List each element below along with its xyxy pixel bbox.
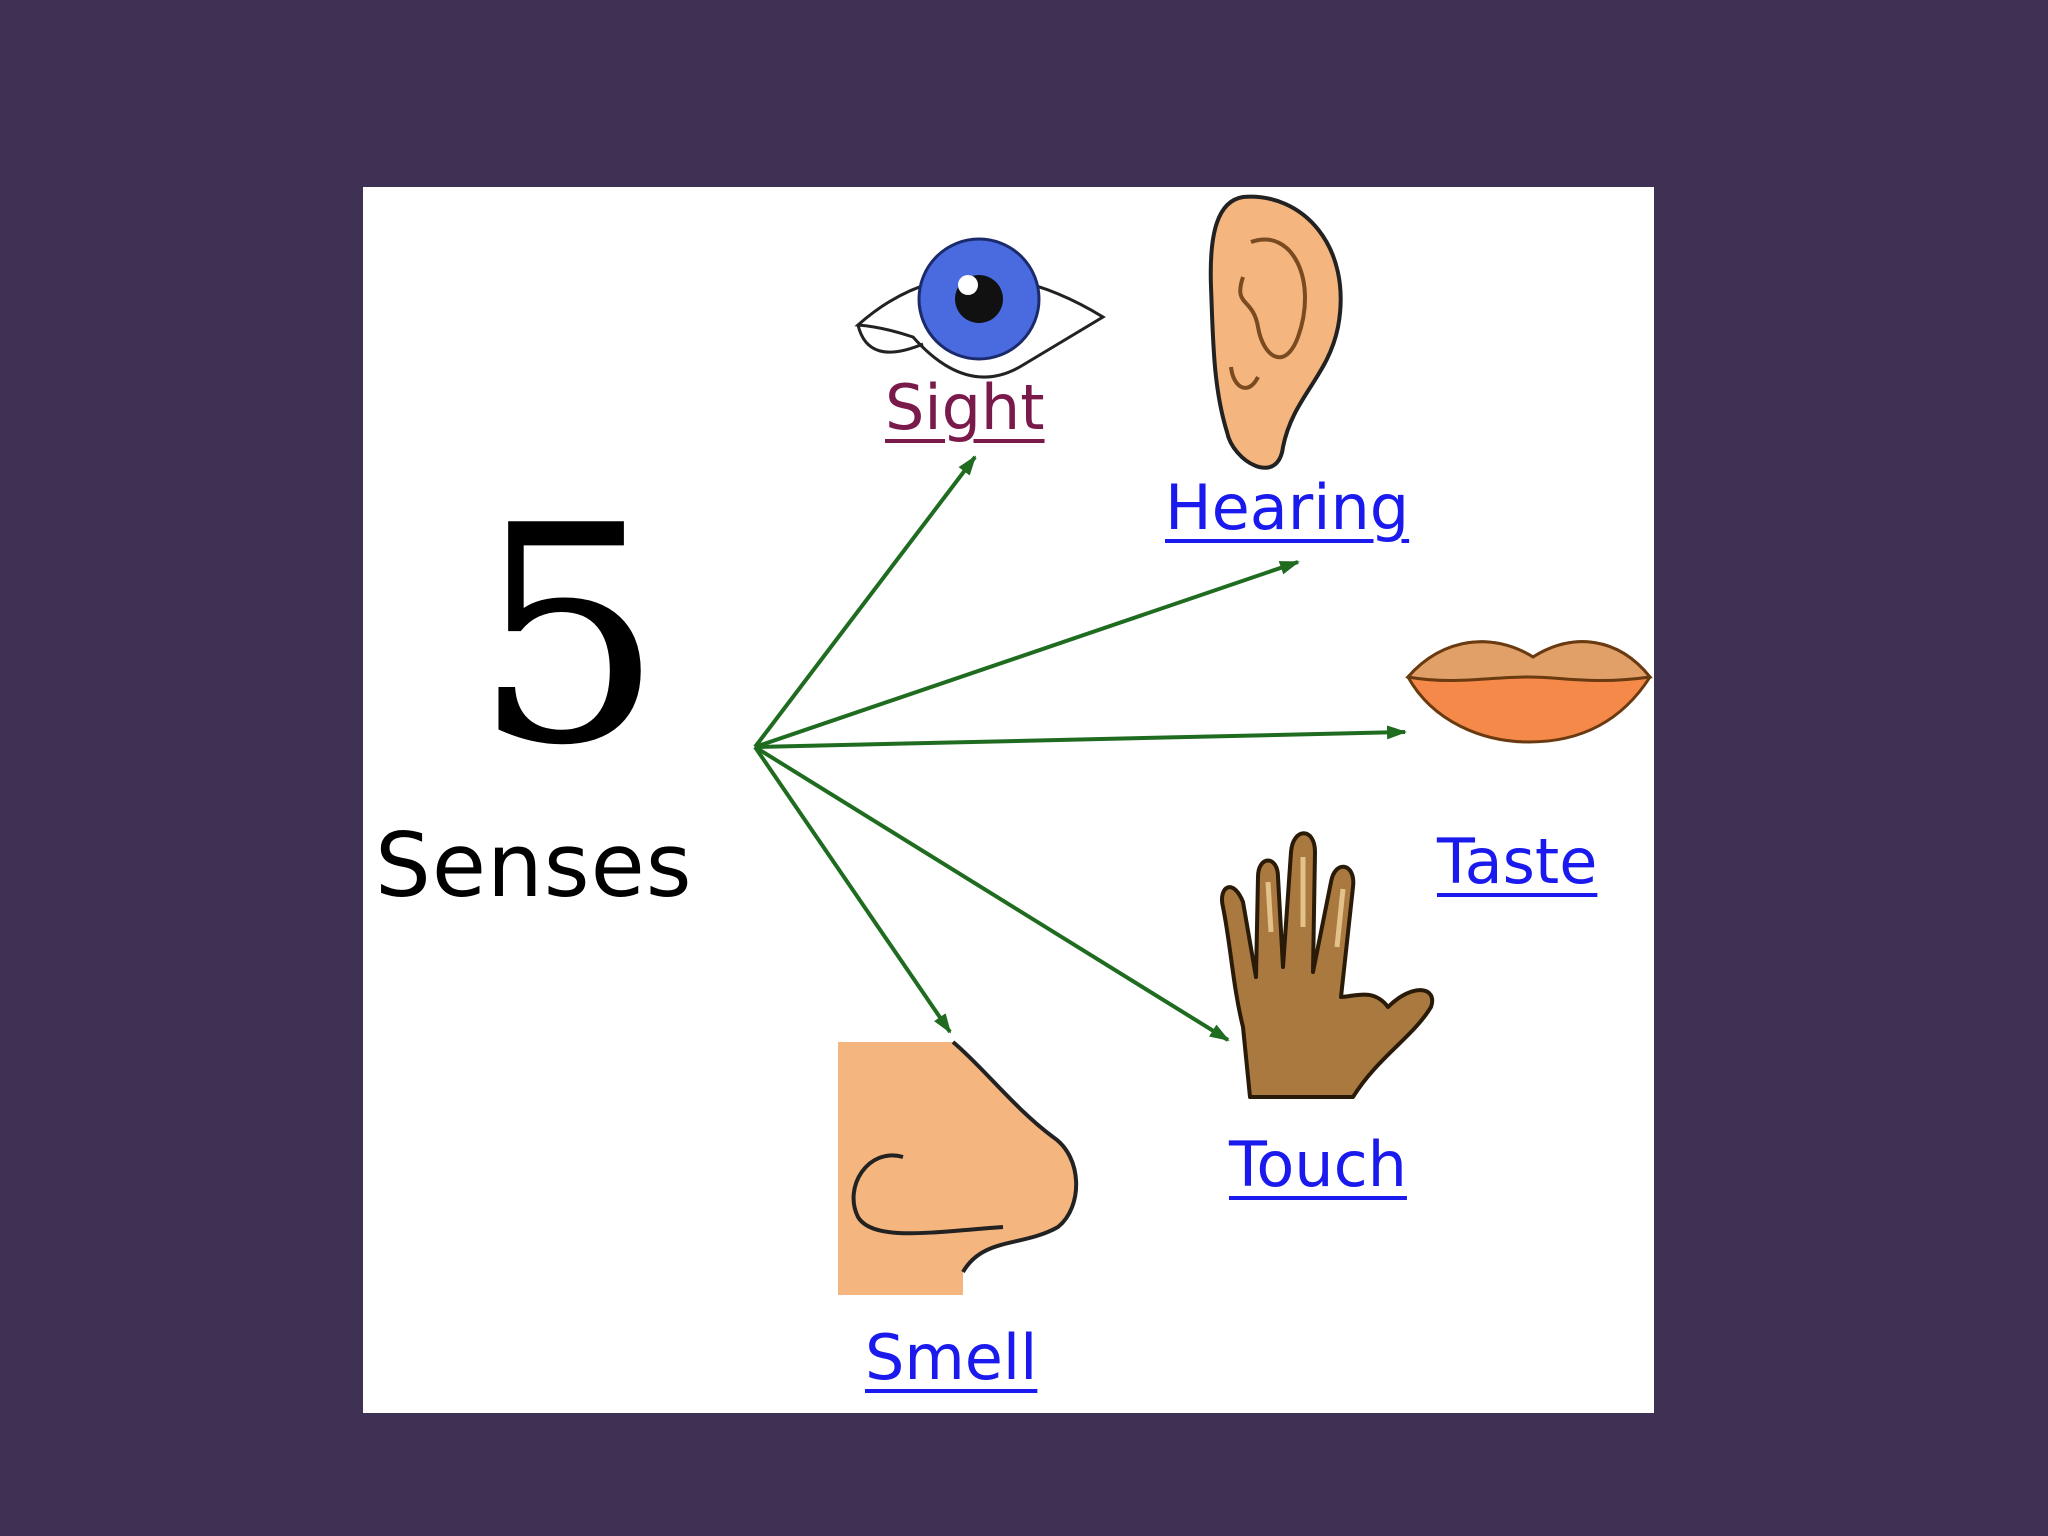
diagram-graphics bbox=[753, 194, 1653, 1295]
arrows-group bbox=[753, 455, 1407, 1042]
arrow-to-taste bbox=[754, 725, 1407, 749]
hand-icon bbox=[1220, 831, 1435, 1099]
arrow-to-sight bbox=[753, 455, 977, 749]
diagram-card: 5 Senses Sight Hearing Taste Touch Smell bbox=[363, 187, 1654, 1413]
senses-heading: Senses bbox=[375, 814, 693, 917]
ear-icon bbox=[1208, 194, 1343, 470]
arrow-to-hearing bbox=[754, 560, 1300, 749]
arrow-to-touch bbox=[753, 745, 1230, 1042]
sense-link-taste[interactable]: Taste bbox=[1437, 825, 1598, 898]
lips-icon bbox=[1405, 640, 1653, 744]
sense-link-sight[interactable]: Sight bbox=[885, 371, 1045, 444]
sense-link-touch[interactable]: Touch bbox=[1229, 1128, 1407, 1201]
nose-icon bbox=[838, 1040, 1079, 1295]
arrow-to-smell bbox=[753, 745, 952, 1034]
five-number: 5 bbox=[473, 462, 664, 811]
sense-link-hearing[interactable]: Hearing bbox=[1165, 471, 1410, 544]
eye-icon bbox=[854, 237, 1106, 379]
sense-link-smell[interactable]: Smell bbox=[865, 1321, 1038, 1394]
